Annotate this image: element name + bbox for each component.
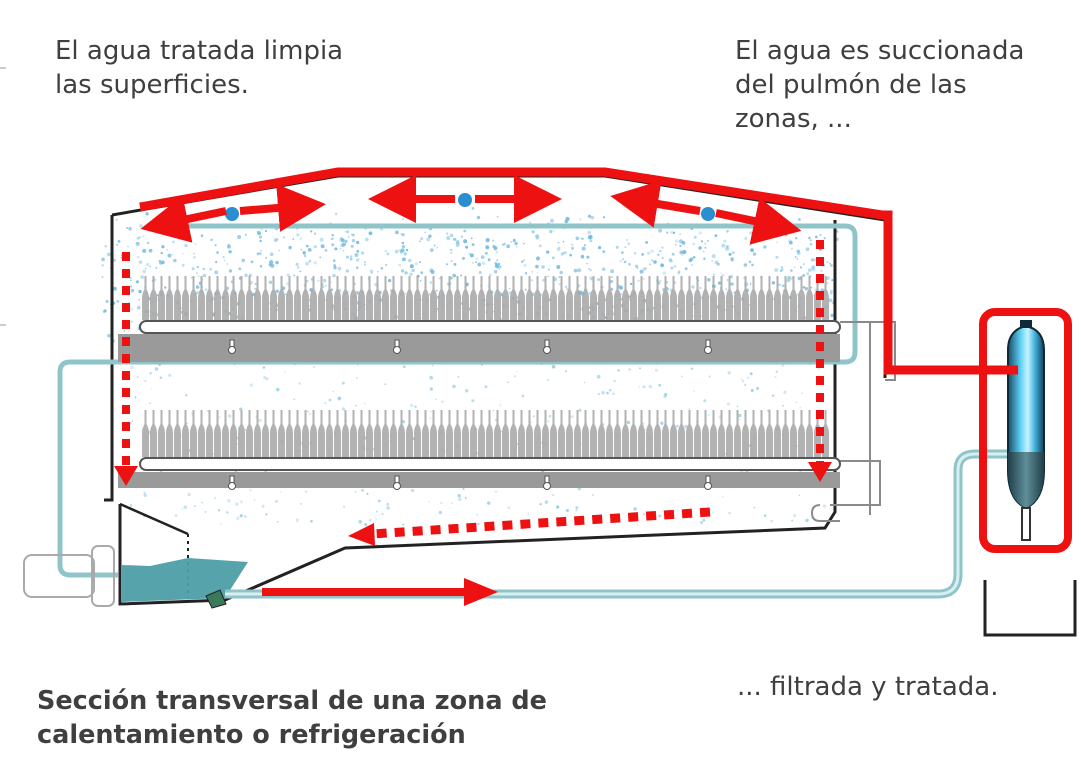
- label-filtered-treated: ... filtrada y tratada.: [737, 672, 999, 702]
- conveyor-lower: [118, 457, 841, 488]
- flow-arrow-icon: [239, 184, 326, 232]
- spray-nozzle-icon: [225, 193, 715, 221]
- pump-housing: [23, 545, 115, 607]
- label-water-suctioned: El agua es succionada del pulmón de las …: [735, 36, 1025, 134]
- filter-unit-icon: [979, 308, 1077, 637]
- flow-arrow-icon: [715, 197, 802, 245]
- conveyor-upper: [118, 320, 841, 362]
- flow-arrow-return: [371, 507, 711, 539]
- label-treated-water-cleans: El agua tratada limpia las superficies.: [55, 36, 344, 100]
- return-pipes: [810, 321, 896, 522]
- flow-arrow-icon: [140, 195, 227, 243]
- conveyor-nozzles: [228, 339, 712, 490]
- housing-outline: [104, 174, 887, 606]
- flow-arrows: [114, 167, 1018, 606]
- flow-arrow-icon: [610, 180, 701, 228]
- diagram-caption: Sección transversal de una zona de calen…: [37, 686, 547, 750]
- suction-grate: [205, 589, 227, 609]
- bottle-row-lower: [142, 410, 829, 457]
- bottle-row-upper: [142, 276, 829, 320]
